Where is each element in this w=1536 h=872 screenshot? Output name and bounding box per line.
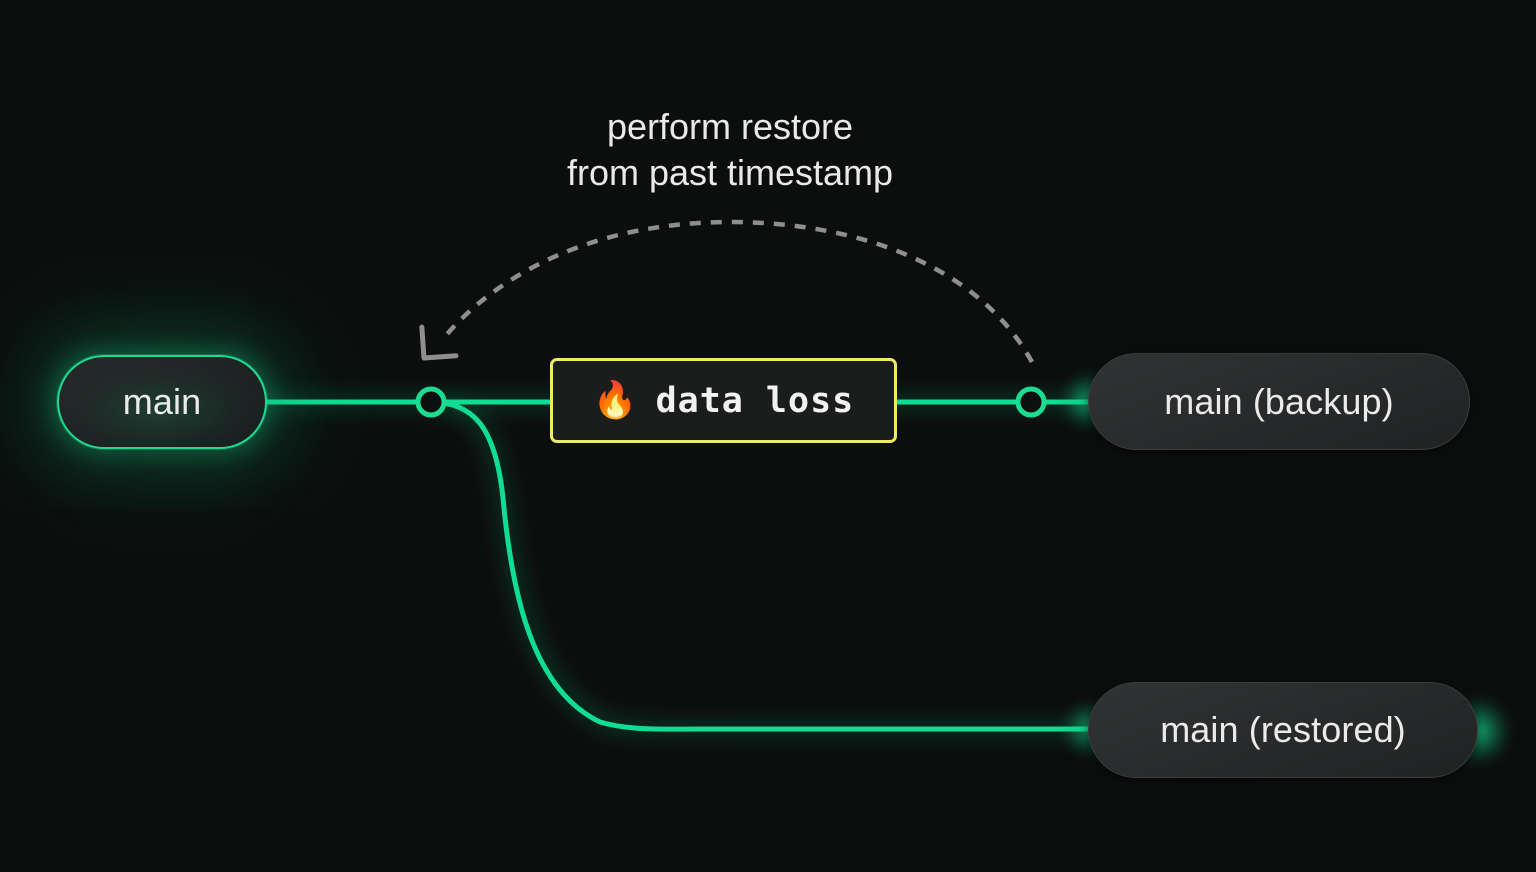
data-loss-label: data loss [655,380,855,421]
fire-icon: 🔥 [592,378,638,420]
restore-annotation-text: perform restore from past timestamp [566,106,894,193]
restore-arrow-head-icon [419,324,459,361]
edge-restore-point-to-restored-branch [428,399,1115,732]
branch-label-main: main [122,381,202,422]
branch-node-main[interactable]: main [57,355,267,449]
node-restore-point[interactable] [415,386,447,418]
restore-arrow-arc [440,219,1034,364]
node-backup[interactable] [1015,386,1047,418]
branch-label-main-restored: main (restored) [1160,709,1406,750]
data-loss-event-box[interactable]: 🔥 data loss [550,358,897,443]
edge-glow-underlay [262,399,1112,732]
branch-label-main-backup: main (backup) [1164,380,1394,422]
branch-node-main-backup[interactable]: main (backup) [1088,353,1470,450]
branch-node-main-restored[interactable]: main (restored) [1088,682,1478,778]
